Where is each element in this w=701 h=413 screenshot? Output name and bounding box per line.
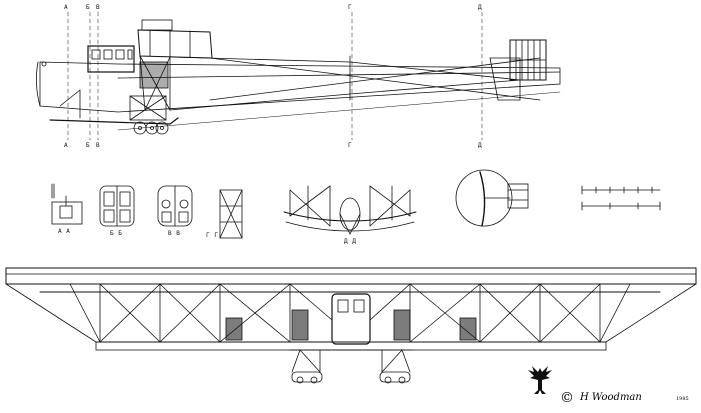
section-label-aa: A A — [58, 228, 71, 235]
section-label-dd: Д Д — [344, 238, 357, 245]
section-views — [51, 169, 661, 239]
scale-bar — [581, 185, 661, 211]
propeller-view — [455, 169, 529, 227]
section-bb — [99, 185, 135, 227]
section-label-gg: Г Г — [206, 232, 219, 239]
section-aa — [51, 183, 83, 225]
double-headed-eagle-icon — [528, 366, 552, 394]
drawing-year: 1985 — [676, 396, 689, 402]
section-mark-top-v: B — [96, 4, 101, 11]
section-mark-top-a: A — [64, 4, 69, 11]
section-mark-bottom-a: A — [64, 142, 69, 149]
section-dd-front-view — [283, 185, 417, 235]
section-mark-bottom-b: Б — [86, 142, 91, 149]
front-view — [5, 267, 697, 384]
side-elevation-view — [36, 19, 561, 135]
section-mark-bottom-v: B — [96, 142, 101, 149]
section-mark-bottom-g: Г — [348, 142, 353, 149]
section-label-vv: B B — [168, 230, 181, 237]
copyright-symbol: © — [560, 390, 574, 406]
section-mark-top-d: Д — [478, 4, 483, 11]
section-mark-bottom-d: Д — [478, 142, 483, 149]
author-signature: H Woodman — [580, 392, 642, 403]
section-vv — [157, 185, 193, 227]
section-mark-top-g: Г — [348, 4, 353, 11]
section-cut-lines — [67, 11, 483, 141]
section-mark-top-b: Б — [86, 4, 91, 11]
section-gg — [219, 189, 243, 239]
section-label-bb: Б Б — [110, 230, 123, 237]
